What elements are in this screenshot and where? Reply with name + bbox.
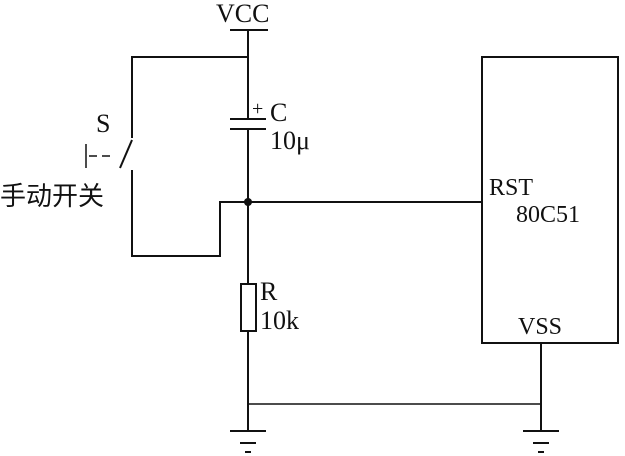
cap-polarity-mark: + [252, 98, 263, 120]
ground-right [523, 430, 559, 453]
switch-name-label: S [96, 109, 110, 138]
wire-switch-bottom [131, 170, 248, 257]
cap-name-label: C [270, 98, 287, 127]
wire-switch-top [131, 56, 248, 138]
switch-desc-label: 手动开关 [0, 182, 104, 212]
ic-pin-vss-label: VSS [518, 314, 562, 340]
switch-branch: S 手动开关 [0, 56, 248, 257]
ic-part-label: 80C51 [516, 202, 580, 228]
resistor-r: R 10k [240, 277, 299, 335]
vcc-supply: VCC [216, 0, 269, 31]
switch-contact [119, 139, 133, 169]
vcc-label: VCC [216, 0, 269, 28]
resistor-body [240, 283, 257, 332]
cap-value-label: 10μ [270, 126, 310, 155]
res-name-label: R [260, 277, 278, 306]
ic-body [481, 56, 619, 344]
ground-left [230, 430, 266, 453]
ic-pin-rst-label: RST [489, 175, 533, 201]
ic-80c51: RST 80C51 VSS [481, 56, 619, 344]
capacitor-c: + C 10μ [230, 98, 310, 155]
res-value-label: 10k [260, 306, 299, 335]
